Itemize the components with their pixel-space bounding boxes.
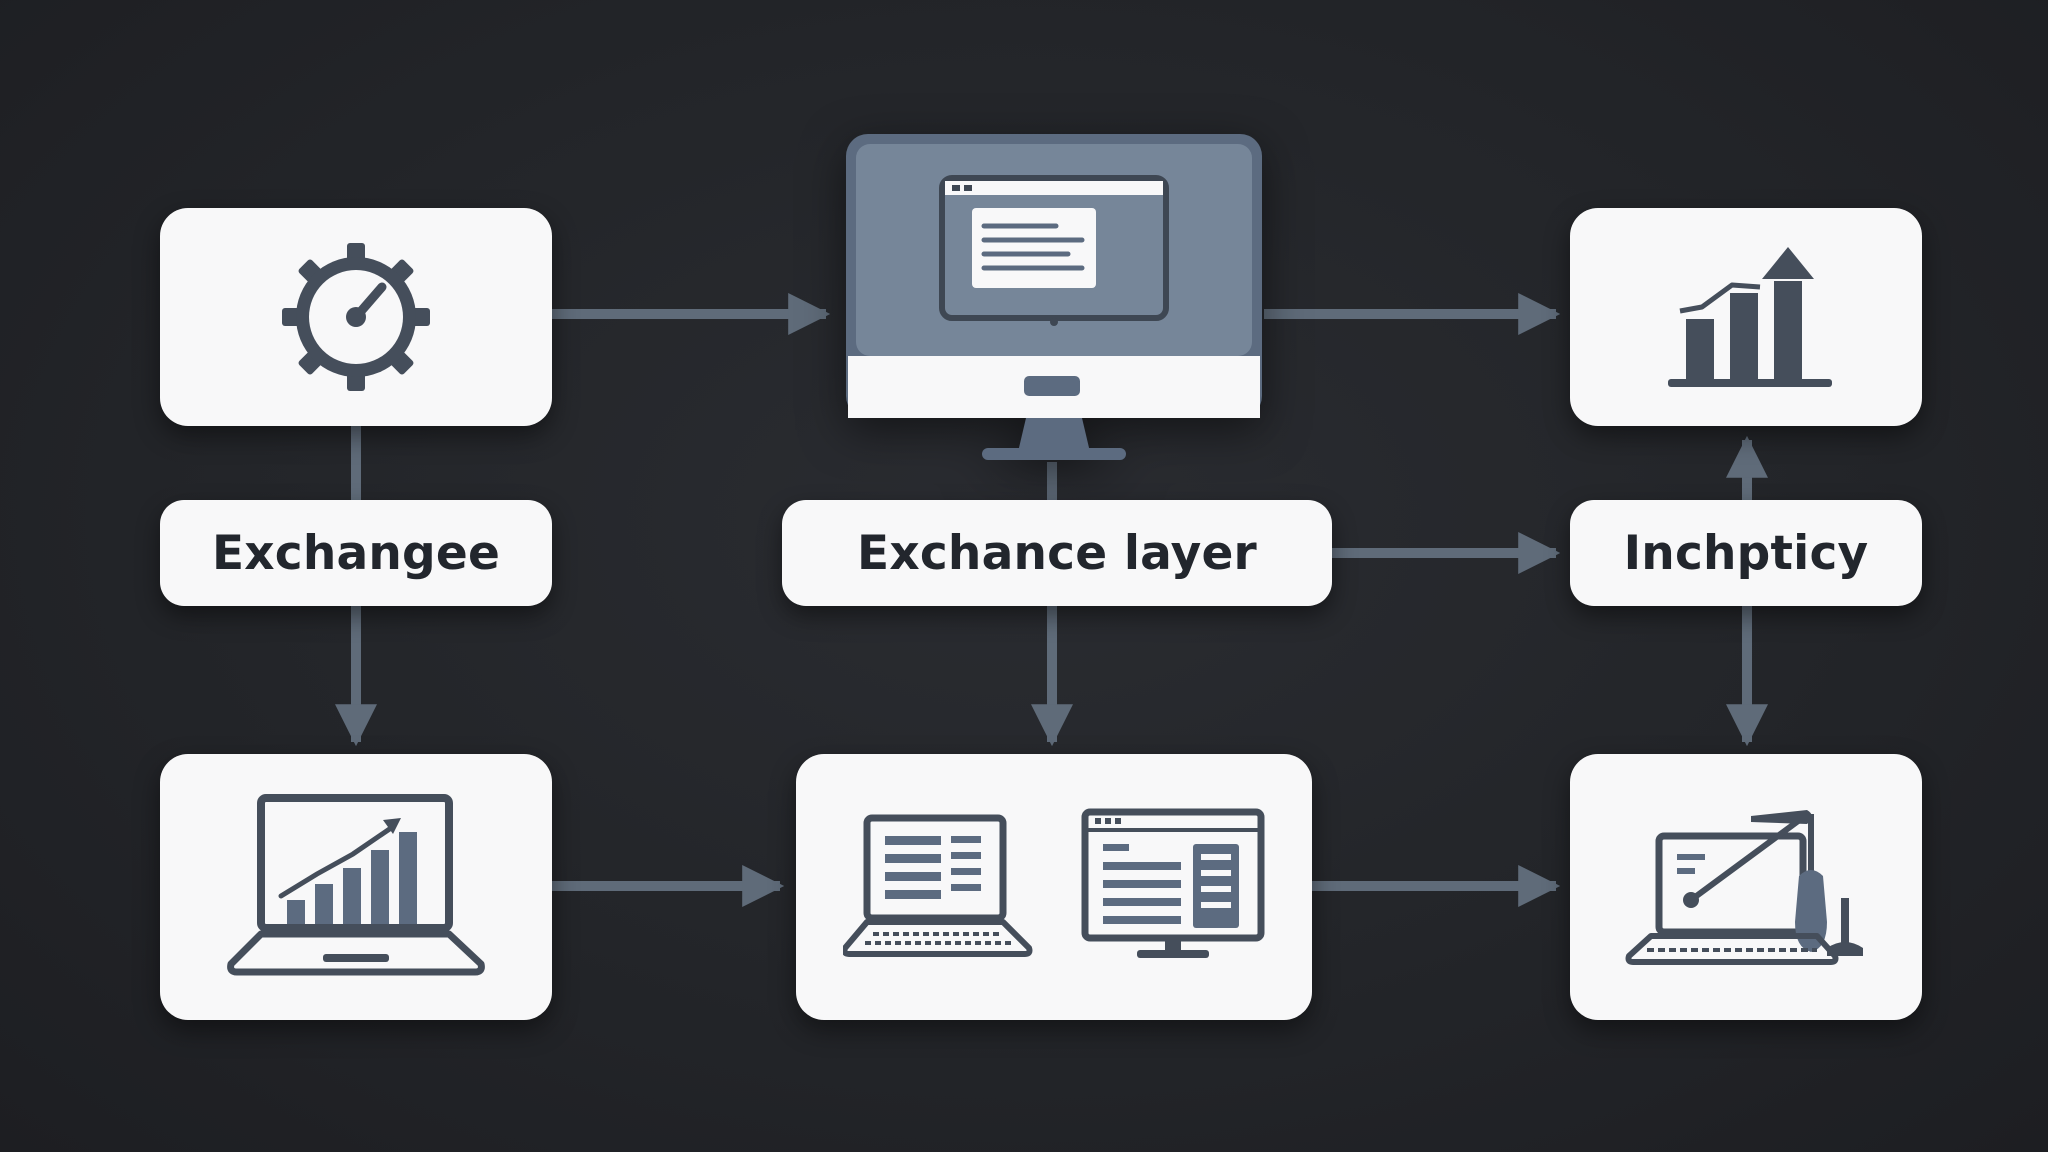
gear-gauge-icon <box>282 243 430 391</box>
node-top-center <box>846 134 1262 464</box>
inchpticy-label: Inchpticy <box>1623 525 1869 581</box>
node-bottom-left <box>160 754 552 1020</box>
node-top-left <box>160 208 552 426</box>
monitor-window-icon <box>1081 808 1265 958</box>
desktop-monitor-icon <box>846 134 1262 460</box>
bar-chart-growth-icon <box>1668 247 1832 387</box>
node-middle-left: Exchangee <box>160 500 552 606</box>
exchance-layer-label: Exchance layer <box>857 525 1257 581</box>
exchangee-label: Exchangee <box>211 525 501 581</box>
laptop-list-icon <box>843 814 1033 957</box>
node-top-right <box>1570 208 1922 426</box>
laptop-chart-icon <box>227 794 485 976</box>
node-middle-right: Inchpticy <box>1570 500 1922 606</box>
node-bottom-right <box>1570 754 1922 1020</box>
laptop-robot-arm-icon <box>1625 810 1863 965</box>
node-middle-center: Exchance layer <box>782 500 1332 606</box>
node-bottom-center <box>796 754 1312 1020</box>
